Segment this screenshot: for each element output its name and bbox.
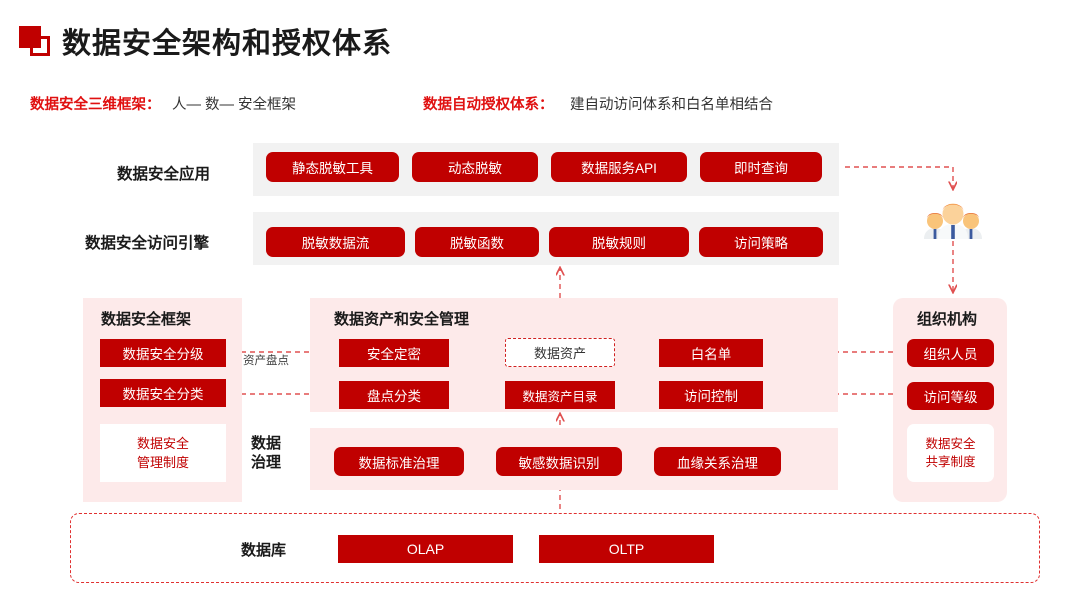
org-item-access-level[interactable]: 访问等级	[907, 382, 994, 410]
governance-label-line-2: 治理	[251, 454, 282, 471]
security-framework-title: 数据安全框架	[101, 311, 192, 328]
governance-item-lineage[interactable]: 血缘关系治理	[654, 447, 781, 476]
mid-item-whitelist[interactable]: 白名单	[659, 339, 763, 367]
app-item-dynamic-masking[interactable]: 动态脱敏	[412, 152, 538, 182]
database-item-oltp[interactable]: OLTP	[539, 535, 714, 563]
subtitle-1-key: 数据安全三维框架：	[30, 97, 161, 113]
organization-title: 组织机构	[917, 311, 978, 328]
framework-item-data-security-classification[interactable]: 数据安全分类	[100, 379, 226, 407]
governance-label-line-1: 数据	[251, 435, 282, 452]
page-title: 数据安全架构和授权体系	[62, 28, 393, 60]
mid-item-access-control[interactable]: 访问控制	[659, 381, 763, 409]
subtitle-1-value: 人— 数— 安全框架	[172, 97, 297, 113]
mid-item-security-classification[interactable]: 安全定密	[339, 339, 449, 367]
org-note-line-2: 共享制度	[925, 455, 976, 469]
governance-label: 数据 治理	[251, 434, 281, 472]
database-label: 数据库	[241, 542, 287, 559]
engine-item-masked-data-flow[interactable]: 脱敏数据流	[266, 227, 405, 257]
mid-item-data-asset-catalog[interactable]: 数据资产目录	[505, 381, 615, 409]
framework-note-management-system: 数据安全 管理制度	[100, 424, 226, 482]
engine-item-masking-rule[interactable]: 脱敏规则	[549, 227, 689, 257]
subtitle-2-key: 数据自动授权体系：	[423, 97, 554, 113]
governance-item-sensitive-data-identification[interactable]: 敏感数据识别	[496, 447, 622, 476]
org-note-sharing-system: 数据安全 共享制度	[907, 424, 994, 482]
overlapping-squares-icon	[18, 26, 52, 58]
framework-item-data-security-grading[interactable]: 数据安全分级	[100, 339, 226, 367]
connector-label-asset-inventory: 资产盘点	[243, 355, 289, 367]
group-of-people-icon	[924, 203, 982, 239]
app-item-instant-query[interactable]: 即时查询	[700, 152, 822, 182]
mid-item-inventory-classification[interactable]: 盘点分类	[339, 381, 449, 409]
row-label-app: 数据安全应用	[117, 166, 211, 183]
engine-item-access-policy[interactable]: 访问策略	[699, 227, 823, 257]
database-item-olap[interactable]: OLAP	[338, 535, 513, 563]
mid-item-data-asset[interactable]: 数据资产	[505, 338, 615, 367]
governance-item-data-standard[interactable]: 数据标准治理	[334, 447, 464, 476]
data-asset-management-title: 数据资产和安全管理	[334, 311, 470, 328]
org-item-personnel[interactable]: 组织人员	[907, 339, 994, 367]
app-item-data-service-api[interactable]: 数据服务API	[551, 152, 687, 182]
engine-item-masking-function[interactable]: 脱敏函数	[415, 227, 539, 257]
app-item-static-masking-tool[interactable]: 静态脱敏工具	[266, 152, 399, 182]
framework-note-line-2: 管理制度	[136, 455, 189, 470]
org-note-line-1: 数据安全	[925, 437, 976, 451]
row-label-engine: 数据安全访问引擎	[85, 235, 210, 252]
framework-note-line-1: 数据安全	[136, 436, 189, 451]
subtitle-2-value: 建自动访问体系和白名单相结合	[570, 97, 773, 113]
